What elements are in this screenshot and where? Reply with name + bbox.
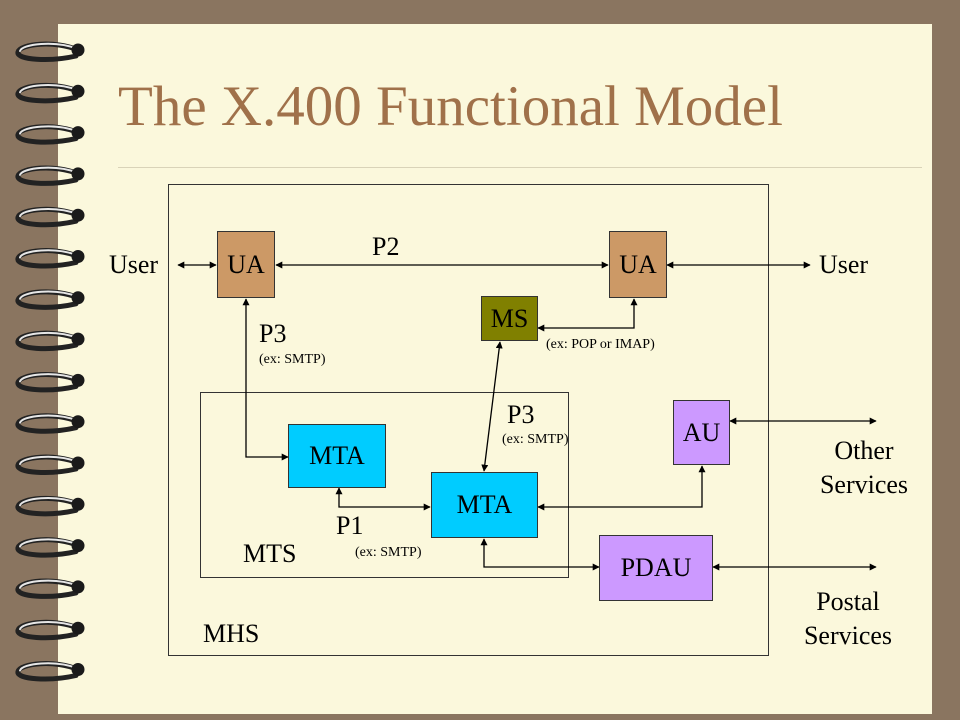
spiral-ring-icon (15, 537, 85, 558)
spiral-ring-icon (15, 41, 85, 62)
spiral-ring-icon (15, 619, 85, 641)
spiral-binding-icon (15, 41, 85, 682)
spiral-ring-icon (15, 578, 85, 599)
ms-ua-arrow-icon (537, 298, 638, 332)
spiral-ring-icon (15, 371, 85, 393)
p1-example: (ex: SMTP) (355, 545, 422, 560)
spiral-ring-icon (15, 454, 85, 475)
spiral-ring-icon (15, 248, 85, 269)
ua-left-node: UA (217, 231, 275, 298)
user-left-label: User (109, 250, 159, 279)
mta-left-node: MTA (288, 424, 386, 488)
user-right-label: User (819, 250, 869, 279)
postal-services-line-2: Services (803, 621, 893, 650)
mta-au-arrow-icon (537, 465, 706, 511)
spiral-ring-icon (15, 165, 85, 186)
slide-title: The X.400 Functional Model (118, 75, 783, 138)
p2-label: P2 (372, 232, 400, 261)
postal-services-label: Postal Services (786, 585, 910, 653)
spiral-ring-icon (15, 413, 85, 434)
other-services-label: Other Services (802, 434, 926, 502)
p3-center-example: (ex: SMTP) (502, 432, 569, 447)
mhs-label: MHS (203, 619, 260, 648)
ms-example: (ex: POP or IMAP) (546, 337, 655, 352)
spiral-ring-icon (15, 206, 85, 228)
spiral-ring-icon (15, 124, 85, 145)
p3-center-label: P3 (507, 400, 535, 429)
title-divider (118, 167, 922, 168)
pdau-node: PDAU (599, 535, 713, 601)
other-services-line-1: Other (834, 436, 894, 465)
spiral-ring-icon (15, 330, 85, 352)
mta-pdau-arrow-icon (480, 538, 600, 571)
mts-label: MTS (243, 539, 297, 568)
ua-right-node: UA (609, 231, 667, 298)
spiral-ring-icon (15, 661, 85, 682)
postal-services-line-1: Postal (816, 587, 880, 616)
mta-mta-p1-arrow-icon (335, 487, 431, 511)
spiral-ring-icon (15, 289, 85, 310)
p1-label: P1 (336, 511, 364, 540)
other-services-line-2: Services (819, 470, 909, 499)
p3-left-example: (ex: SMTP) (259, 352, 326, 367)
au-node: AU (673, 400, 730, 465)
spiral-ring-icon (15, 495, 85, 517)
p3-left-label: P3 (259, 319, 287, 348)
spiral-ring-icon (15, 82, 85, 104)
ms-mta-p3-arrow-icon (481, 341, 503, 472)
ua-mta-p3-arrow-icon (242, 298, 289, 461)
ms-node: MS (481, 296, 538, 341)
mta-center-node: MTA (431, 472, 538, 538)
